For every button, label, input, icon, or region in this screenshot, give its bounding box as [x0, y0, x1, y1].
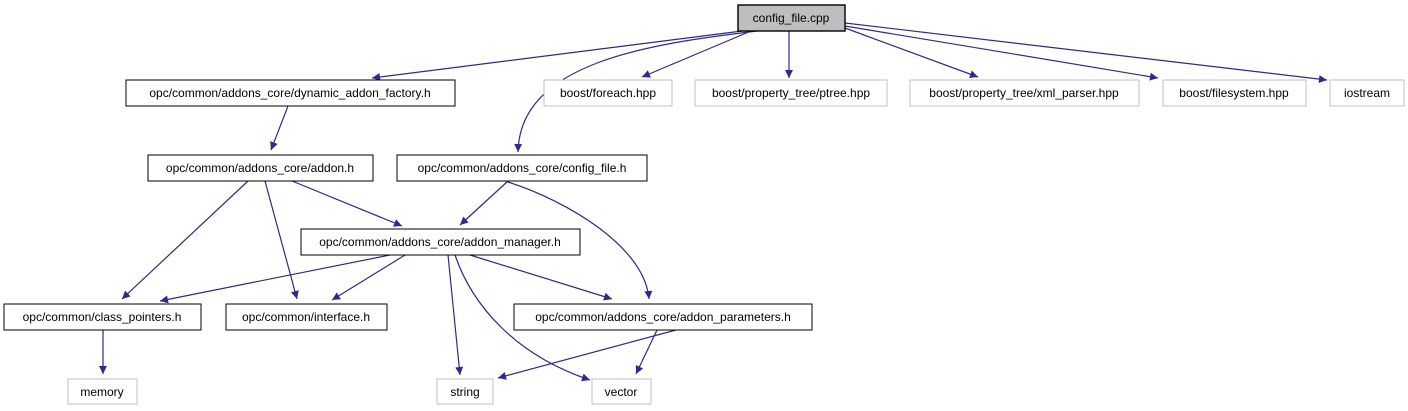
- edge-addon_h-to-class_pointers_h: [121, 180, 249, 300]
- node-label-config_file_h: opc/common/addons_core/config_file.h: [418, 161, 627, 175]
- node-label-class_pointers_h: opc/common/class_pointers.h: [23, 310, 182, 324]
- node-label-memory: memory: [80, 385, 123, 399]
- node-class_pointers_h[interactable]: opc/common/class_pointers.h: [3, 303, 202, 331]
- node-box-addon_h[interactable]: [147, 154, 374, 182]
- node-box-boost_filesystem_hpp[interactable]: [1162, 79, 1307, 107]
- node-label-addon_parameters_h: opc/common/addons_core/addon_parameters.…: [535, 310, 791, 324]
- edge-addon_manager_h-to-interface_h: [331, 254, 406, 301]
- node-box-config_file_h[interactable]: [396, 154, 648, 182]
- node-box-boost_foreach_hpp[interactable]: [543, 79, 673, 107]
- node-boost_ptree_hpp[interactable]: boost/property_tree/ptree.hpp: [694, 79, 888, 107]
- edge-config_file_h-to-addon_manager_h: [459, 180, 509, 226]
- edge-addon_manager_h-to-class_pointers_h: [159, 254, 391, 304]
- node-box-addon_manager_h[interactable]: [300, 228, 581, 256]
- edge-config_file_cpp-to-config_file_h: [514, 30, 758, 153]
- node-label-string: string: [450, 385, 479, 399]
- edge-addon_h-to-interface_h: [264, 180, 299, 300]
- node-config_file_h[interactable]: opc/common/addons_core/config_file.h: [396, 154, 648, 182]
- edge-config_file_cpp-to-boost_filesystem_hpp: [844, 25, 1159, 81]
- edge-addon_parameters_h-to-vector: [635, 329, 658, 375]
- node-box-boost_xml_parser_hpp[interactable]: [909, 79, 1140, 107]
- node-label-boost_ptree_hpp: boost/property_tree/ptree.hpp: [712, 86, 870, 100]
- node-addon_manager_h[interactable]: opc/common/addons_core/addon_manager.h: [300, 228, 581, 256]
- node-box-memory[interactable]: [67, 378, 138, 405]
- node-vector[interactable]: vector: [591, 378, 652, 405]
- node-string[interactable]: string: [436, 378, 494, 405]
- node-label-iostream: iostream: [1344, 86, 1390, 100]
- edge-config_file_cpp-to-boost_foreach_hpp: [641, 30, 752, 78]
- node-box-config_file_cpp[interactable]: [737, 4, 846, 32]
- node-addon_h[interactable]: opc/common/addons_core/addon.h: [147, 154, 374, 182]
- node-box-class_pointers_h[interactable]: [3, 303, 202, 331]
- node-box-string[interactable]: [436, 378, 494, 405]
- node-addon_parameters_h[interactable]: opc/common/addons_core/addon_parameters.…: [513, 303, 813, 331]
- node-label-boost_filesystem_hpp: boost/filesystem.hpp: [1179, 86, 1289, 100]
- node-box-addon_parameters_h[interactable]: [513, 303, 813, 331]
- node-box-iostream[interactable]: [1329, 79, 1405, 107]
- node-interface_h[interactable]: opc/common/interface.h: [225, 303, 388, 331]
- edge-config_file_cpp-to-boost_xml_parser_hpp: [844, 27, 979, 78]
- node-boost_foreach_hpp[interactable]: boost/foreach.hpp: [543, 79, 673, 107]
- edge-addon_manager_h-to-vector: [454, 254, 591, 382]
- edge-addon_parameters_h-to-string: [497, 329, 677, 380]
- edge-config_file_cpp-to-dynamic_addon_factory_h: [371, 30, 743, 81]
- node-label-boost_xml_parser_hpp: boost/property_tree/xml_parser.hpp: [929, 86, 1119, 100]
- edge-addon_h-to-addon_manager_h: [291, 180, 403, 227]
- node-box-boost_ptree_hpp[interactable]: [694, 79, 888, 107]
- node-box-dynamic_addon_factory_h[interactable]: [125, 79, 456, 107]
- node-box-interface_h[interactable]: [225, 303, 388, 331]
- node-label-config_file_cpp: config_file.cpp: [753, 11, 830, 25]
- node-label-interface_h: opc/common/interface.h: [242, 310, 370, 324]
- node-box-vector[interactable]: [591, 378, 652, 405]
- edge-addon_manager_h-to-string: [447, 254, 464, 376]
- node-boost_filesystem_hpp[interactable]: boost/filesystem.hpp: [1162, 79, 1307, 107]
- node-label-addon_h: opc/common/addons_core/addon.h: [166, 161, 354, 175]
- node-iostream[interactable]: iostream: [1329, 79, 1405, 107]
- edge-addon_manager_h-to-addon_parameters_h: [469, 254, 613, 301]
- edge-config_file_h-to-addon_parameters_h: [507, 181, 653, 300]
- node-label-vector: vector: [605, 385, 638, 399]
- node-label-boost_foreach_hpp: boost/foreach.hpp: [560, 86, 656, 100]
- node-boost_xml_parser_hpp[interactable]: boost/property_tree/xml_parser.hpp: [909, 79, 1140, 107]
- edge-dynamic_addon_factory_h-to-addon_h: [270, 105, 289, 151]
- node-label-dynamic_addon_factory_h: opc/common/addons_core/dynamic_addon_fac…: [149, 86, 430, 100]
- edge-config_file_cpp-to-iostream: [844, 22, 1328, 84]
- node-label-addon_manager_h: opc/common/addons_core/addon_manager.h: [319, 235, 561, 249]
- node-config_file_cpp[interactable]: config_file.cpp: [737, 4, 846, 32]
- node-memory[interactable]: memory: [67, 378, 138, 405]
- node-dynamic_addon_factory_h[interactable]: opc/common/addons_core/dynamic_addon_fac…: [125, 79, 456, 107]
